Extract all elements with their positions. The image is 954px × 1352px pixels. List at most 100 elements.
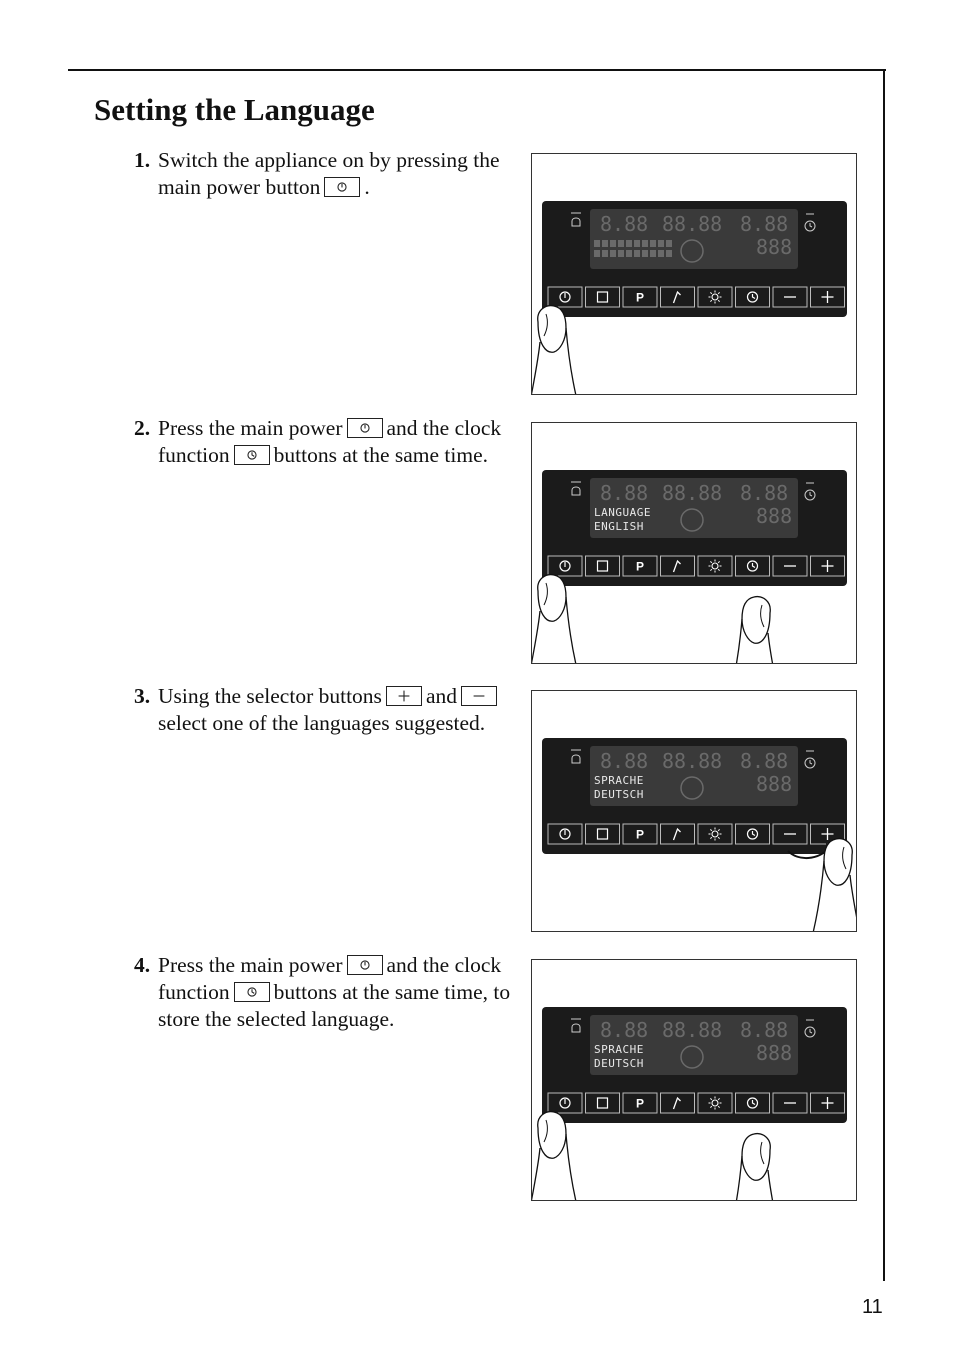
left-finger-illustration [532, 304, 577, 394]
plus-icon [821, 560, 834, 572]
lcd-ghost-cell [626, 250, 632, 257]
program-button-label: P [636, 1097, 644, 1111]
panel-button-clock-icon [735, 1092, 770, 1114]
lcd-line-2: DEUTSCH [594, 788, 644, 801]
step-text: select one of the languages suggested. [158, 711, 486, 735]
panel-button-power-icon [547, 286, 583, 308]
step-text: buttons at the same time. [273, 443, 489, 467]
top-rule [68, 69, 886, 71]
step-text: and [425, 684, 457, 708]
roast-icon [672, 290, 681, 304]
panel-button-plus-icon [810, 555, 845, 577]
step-text: and the clock function [158, 416, 502, 467]
lcd-line-2: DEUTSCH [594, 1057, 644, 1070]
panel-button-light-icon [697, 823, 733, 845]
panel-button-square-icon [585, 555, 620, 577]
lcd-line-2: ENGLISH [594, 520, 644, 533]
square-icon [596, 1097, 609, 1109]
lcd-ghost-cell [666, 250, 672, 257]
clock-icon [746, 560, 759, 572]
lcd-ghost-cell [594, 240, 600, 247]
plus-button-symbol-icon [385, 686, 422, 706]
power-icon [559, 291, 571, 303]
panel-button-clock-icon [735, 555, 770, 577]
clock-icon [746, 828, 759, 840]
lcd-line-1: LANGUAGE [594, 506, 651, 519]
step-text: . [364, 175, 370, 199]
panel-button-minus-icon [772, 1092, 808, 1114]
lcd-display [590, 478, 798, 538]
program-button-label: P [636, 291, 644, 305]
step-text: Press the main power [158, 953, 343, 977]
lcd-ghost-digits: 88.88 [662, 481, 722, 505]
panel-button-p: P [622, 1092, 658, 1114]
roast-icon [672, 1096, 681, 1110]
power-icon [559, 560, 571, 572]
panel-button-p: P [622, 555, 658, 577]
lcd-ghost-temp: 888 [756, 235, 792, 259]
lcd-ghost-cell [634, 240, 640, 247]
program-icon: P [636, 828, 644, 842]
panel-button-square-icon [585, 823, 620, 845]
panel-button-p: P [622, 823, 658, 845]
lcd-ghost-cell [594, 250, 600, 257]
panel-button-roast-icon [660, 286, 695, 308]
lcd-ghost-temp: 888 [756, 772, 792, 796]
end-clock-icon [804, 482, 816, 501]
right-rule [883, 69, 885, 1281]
clock-button-symbol-icon [233, 982, 270, 1002]
program-button-label: P [636, 560, 644, 574]
lcd-ghost-digits: 8.88 [600, 749, 648, 773]
lcd-ghost-cell [602, 250, 608, 257]
step-number: 3. [134, 684, 151, 708]
power-button-symbol-icon [324, 177, 361, 197]
panel-button-plus-icon [810, 1092, 845, 1114]
lcd-ghost-cell [658, 240, 664, 247]
clock-icon [746, 291, 759, 303]
page-title: Setting the Language [94, 92, 375, 127]
lcd-ghost-digits: 8.88 [600, 212, 648, 236]
light-icon [708, 827, 722, 841]
panel-button-square-icon [585, 1092, 620, 1114]
panel-button-light-icon [697, 286, 733, 308]
step-text: Using the selector buttons [158, 684, 382, 708]
step-number: 4. [134, 953, 151, 977]
lcd-ghost-cell [642, 250, 648, 257]
panel-button-roast-icon [660, 1092, 695, 1114]
panel-button-minus-icon [772, 286, 808, 308]
panel-button-square-icon [585, 286, 620, 308]
step-number: 2. [134, 416, 151, 440]
lcd-ghost-digits: 88.88 [662, 749, 722, 773]
lcd-line-1: SPRACHE [594, 1043, 644, 1056]
end-clock-icon [804, 1019, 816, 1038]
step-text: Switch the appliance on by pressing the … [158, 148, 500, 199]
fan-symbol-icon [680, 508, 704, 532]
plus-icon [821, 291, 834, 303]
panel-button-roast-icon [660, 555, 695, 577]
roast-icon [672, 827, 681, 841]
page-number: 11 [862, 1296, 883, 1318]
panel-button-power-icon [547, 1092, 583, 1114]
square-icon [596, 828, 609, 840]
lcd-ghost-temp: 888 [756, 504, 792, 528]
lcd-ghost-cell [626, 240, 632, 247]
lcd-ghost-cell [642, 240, 648, 247]
step-text: Press the main power [158, 416, 343, 440]
lcd-ghost-cell [618, 240, 624, 247]
lcd-ghost-cell [650, 240, 656, 247]
lcd-ghost-cell [658, 250, 664, 257]
lcd-display [590, 746, 798, 806]
end-clock-icon [804, 213, 816, 232]
panel-button-plus-icon [810, 286, 845, 308]
lcd-ghost-temp: 888 [756, 1041, 792, 1065]
lcd-ghost-digits: 8.88 [740, 749, 788, 773]
lcd-display [590, 1015, 798, 1075]
lcd-ghost-cell [602, 240, 608, 247]
panel-button-roast-icon [660, 823, 695, 845]
lcd-ghost-cell [666, 240, 672, 247]
